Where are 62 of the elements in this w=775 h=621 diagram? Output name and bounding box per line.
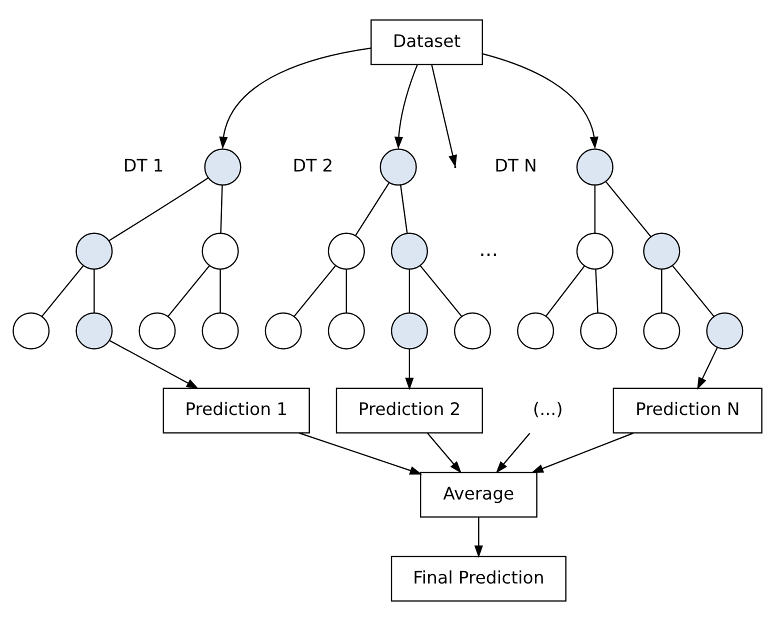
arrow <box>697 347 718 390</box>
connector <box>168 265 210 317</box>
connector <box>594 185 596 234</box>
connector <box>400 185 408 234</box>
node-box: Prediction 2 <box>336 388 484 434</box>
connector <box>546 265 586 316</box>
arrow <box>482 53 598 150</box>
node-circle <box>390 312 428 350</box>
node-box: Dataset <box>370 19 484 66</box>
connector <box>41 265 84 317</box>
node-circle <box>380 148 417 186</box>
arrow <box>394 64 418 150</box>
node-text: (...) <box>532 400 563 420</box>
connector <box>595 269 598 313</box>
node-circle <box>138 312 176 350</box>
node-circle <box>390 232 428 270</box>
node-circle <box>454 312 492 350</box>
node-circle <box>202 312 239 350</box>
connector <box>672 265 714 317</box>
arrow <box>109 340 199 389</box>
node-circle <box>576 148 614 186</box>
connector <box>355 182 390 236</box>
arrow <box>431 64 457 168</box>
node-box: Average <box>420 472 538 518</box>
arrow <box>496 432 530 474</box>
connector <box>408 269 410 313</box>
node-circle <box>76 232 113 270</box>
node-label: DT 1 <box>123 156 164 177</box>
arrow <box>219 48 372 150</box>
node-circle <box>576 232 614 270</box>
arrow <box>474 517 484 558</box>
connector <box>220 185 223 234</box>
node-box: Prediction N <box>612 388 762 434</box>
label: ... <box>479 238 498 261</box>
connector <box>108 177 208 242</box>
arrow <box>298 432 422 475</box>
connector <box>94 269 95 313</box>
arrow <box>427 432 462 474</box>
node-label: DT N <box>494 156 537 177</box>
node-circle <box>517 312 554 350</box>
node-circle <box>328 312 365 350</box>
node-circle <box>202 232 239 270</box>
arrow <box>531 432 634 474</box>
node-circle <box>706 312 744 350</box>
connector <box>420 265 462 317</box>
node-circle <box>643 232 680 270</box>
connector <box>346 269 347 313</box>
arrow <box>405 348 414 390</box>
node-circle <box>328 232 365 270</box>
node-circle <box>12 312 50 350</box>
connector <box>220 269 221 313</box>
node-box: Prediction 1 <box>162 388 310 434</box>
connector <box>294 265 336 317</box>
node-circle <box>76 312 113 350</box>
node-circle <box>204 148 242 186</box>
node-circle <box>580 312 618 350</box>
node-circle <box>264 312 302 350</box>
node-circle <box>643 312 680 350</box>
connector <box>661 269 662 313</box>
node-label: DT 2 <box>292 156 334 177</box>
connector <box>605 181 652 238</box>
node-box: Final Prediction <box>390 556 566 602</box>
